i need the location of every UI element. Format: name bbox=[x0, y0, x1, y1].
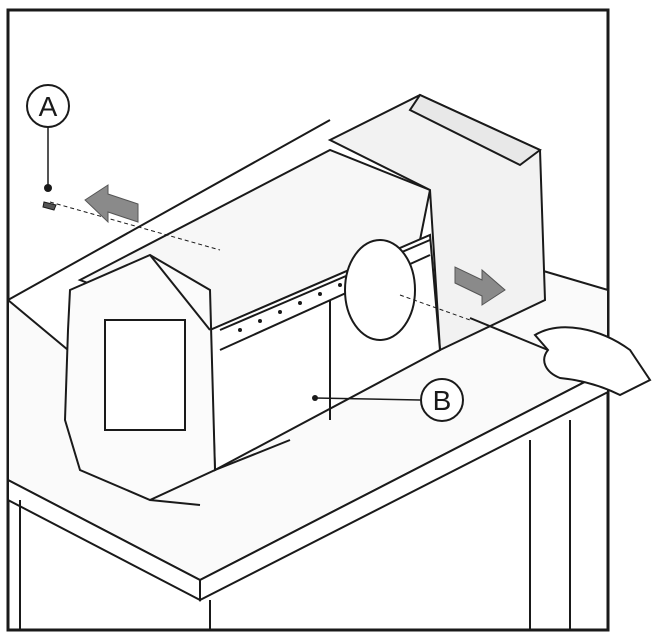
screw-icon bbox=[42, 184, 57, 211]
callout-a-label: A bbox=[39, 91, 58, 122]
frame-assembly bbox=[63, 93, 547, 506]
arrow-left-icon bbox=[84, 184, 139, 224]
hand-icon bbox=[533, 326, 652, 397]
workbench bbox=[7, 268, 609, 630]
wall-line bbox=[7, 119, 331, 301]
screw-path-right bbox=[399, 294, 471, 321]
callout-b: B bbox=[312, 378, 464, 422]
callout-a: A bbox=[26, 84, 70, 186]
arrow-right-icon bbox=[454, 266, 506, 306]
screw-path-left bbox=[49, 201, 221, 251]
callout-b-label: B bbox=[433, 385, 452, 416]
